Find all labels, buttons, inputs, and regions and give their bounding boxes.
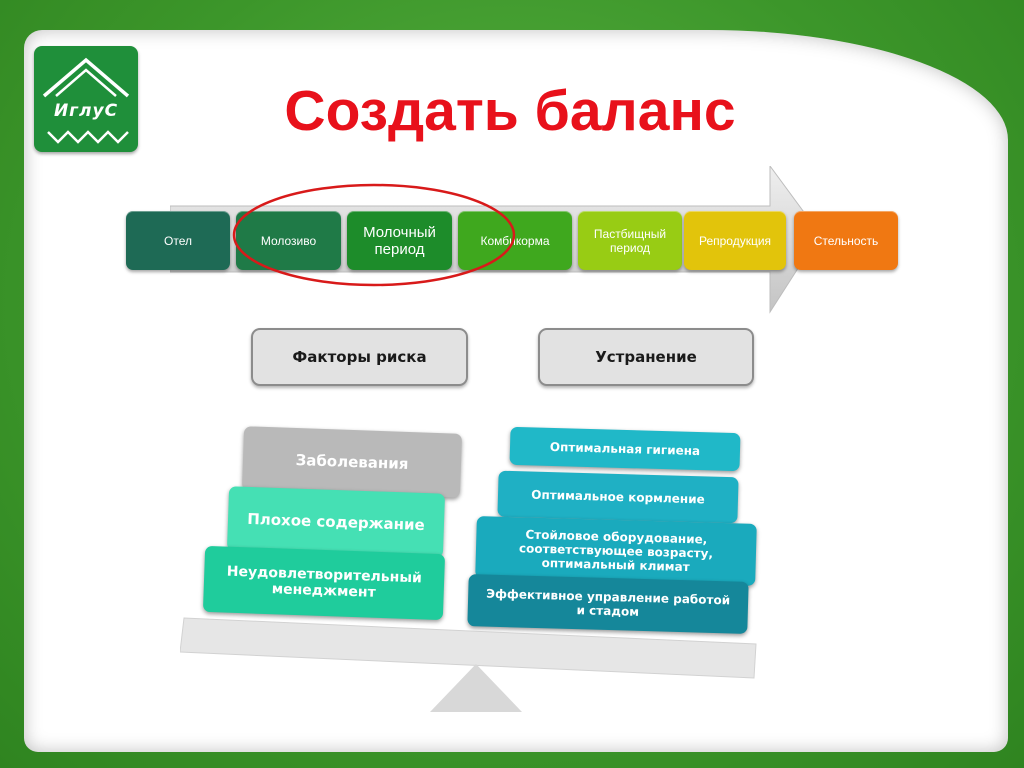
house-roof-icon	[42, 57, 130, 144]
risk-factor-text: Неудовлетворительный менеджмент	[226, 563, 423, 601]
highlight-ellipse	[232, 183, 516, 287]
solution-block: Оптимальное кормление	[497, 470, 739, 524]
stage-box: Пастбищный период	[578, 211, 682, 270]
logo-text: ИглуС	[53, 101, 119, 121]
stage-box: Отел	[126, 211, 230, 270]
iglus-logo: ИглуС	[34, 46, 138, 152]
risk-factor-text: Плохое содержание	[246, 509, 426, 535]
risk-factor-block: Неудовлетворительный менеджмент	[202, 545, 446, 621]
solution-text: Оптимальная гигиена	[549, 439, 701, 459]
solution-text: Оптимальное кормление	[531, 487, 705, 507]
page-title: Создать баланс	[284, 79, 736, 143]
balance-fulcrum	[430, 664, 522, 712]
stage-box: Молочный период	[347, 211, 452, 270]
stage-box: Репродукция	[684, 211, 786, 270]
stage-box: Комбикорма	[458, 211, 572, 270]
stage-box: Стельность	[794, 211, 898, 270]
balance-beam	[180, 617, 757, 679]
risk-factors-heading: Факторы риска	[251, 328, 468, 386]
solution-heading: Устранение	[538, 328, 754, 386]
solution-text: Стойловое оборудование, соответствующее …	[518, 527, 714, 575]
risk-factor-text: Заболевания	[295, 451, 409, 473]
solution-block: Оптимальная гигиена	[509, 426, 741, 472]
